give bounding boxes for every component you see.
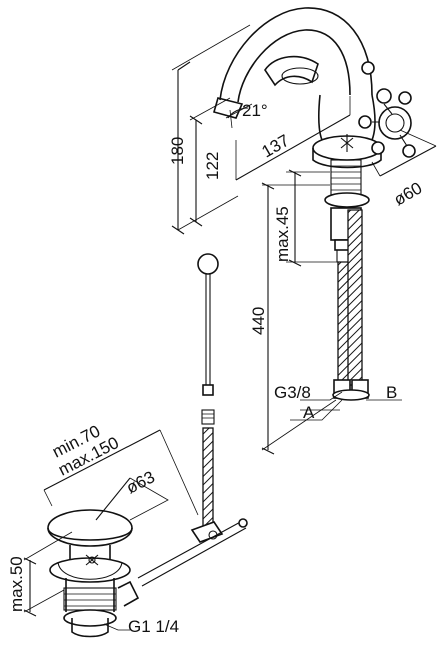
connection-a-label: A — [303, 403, 315, 422]
faucet-dimensions: 180 122 21° 137 ø60 max.45 440 G3/8 A — [168, 24, 437, 455]
pop-up-rod — [137, 253, 248, 587]
hose-length-label: 440 — [249, 307, 268, 335]
pop-up-waste — [47, 509, 140, 638]
connection-thread-label: G3/8 — [274, 383, 311, 402]
spout-reach-label: 137 — [259, 131, 293, 162]
cross-handle — [358, 61, 416, 158]
height-total-label: 180 — [168, 137, 187, 165]
waste-height-label: max.50 — [7, 556, 26, 612]
connection-b-label: B — [386, 383, 397, 402]
waste-thread-label: G1 1/4 — [128, 617, 179, 636]
waste-diameter-label: ø63 — [123, 467, 158, 497]
max-thickness-label: max.45 — [273, 206, 292, 262]
faucet — [213, 7, 416, 401]
base-diameter-label: ø60 — [391, 178, 426, 209]
height-spout-label: 122 — [203, 152, 222, 180]
angle-label: 21° — [242, 101, 268, 120]
